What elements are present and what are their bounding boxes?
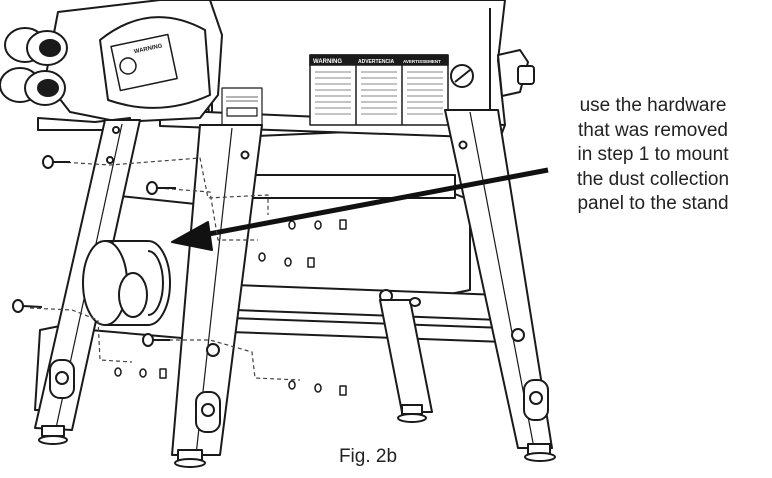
leg-hole — [106, 156, 114, 164]
motor-warning-label: WARNING — [134, 43, 164, 55]
foot-leveler-icon — [174, 391, 221, 468]
figure-caption: Fig. 2b — [338, 446, 398, 467]
motor-housing — [0, 0, 223, 131]
leg-hole — [240, 150, 250, 160]
warning-label-icon — [309, 54, 449, 126]
foot-leveler-icon — [397, 404, 427, 423]
callout-line-5: panel to the stand — [577, 193, 729, 214]
warning-label-3: AVERTISSEMENT — [403, 59, 441, 64]
handwheel-icon — [431, 49, 535, 106]
dust-port-icon — [82, 240, 171, 326]
warning-label-2: ADVERTENCIA — [358, 59, 395, 65]
leg-hole — [511, 328, 525, 342]
leg-hole — [458, 140, 468, 150]
nut-icon — [114, 219, 347, 396]
assembly-callout-text: use the hardware that was removed in ste… — [540, 94, 766, 217]
foot-leveler-icon — [523, 379, 556, 462]
callout-line-3: in step 1 to mount — [577, 144, 729, 165]
hardware-guide-lines — [29, 157, 301, 381]
callout-line-2: that was removed — [578, 119, 728, 141]
leg-back-right — [379, 299, 433, 413]
washer-icon — [409, 297, 421, 307]
leg-hole — [206, 343, 220, 357]
warning-label-1: WARNING — [313, 59, 342, 65]
arrow-icon — [171, 167, 549, 251]
foot-leveler-icon — [38, 359, 75, 445]
lower-rail — [229, 317, 506, 343]
info-label-icon — [221, 87, 263, 129]
leg-front-center — [171, 124, 263, 456]
callout-line-1: use the hardware — [579, 95, 727, 116]
screw-icon — [12, 155, 176, 347]
callout-line-4: the dust collection — [576, 168, 730, 190]
leg-front-right — [444, 109, 553, 449]
leg-hole — [112, 126, 120, 134]
